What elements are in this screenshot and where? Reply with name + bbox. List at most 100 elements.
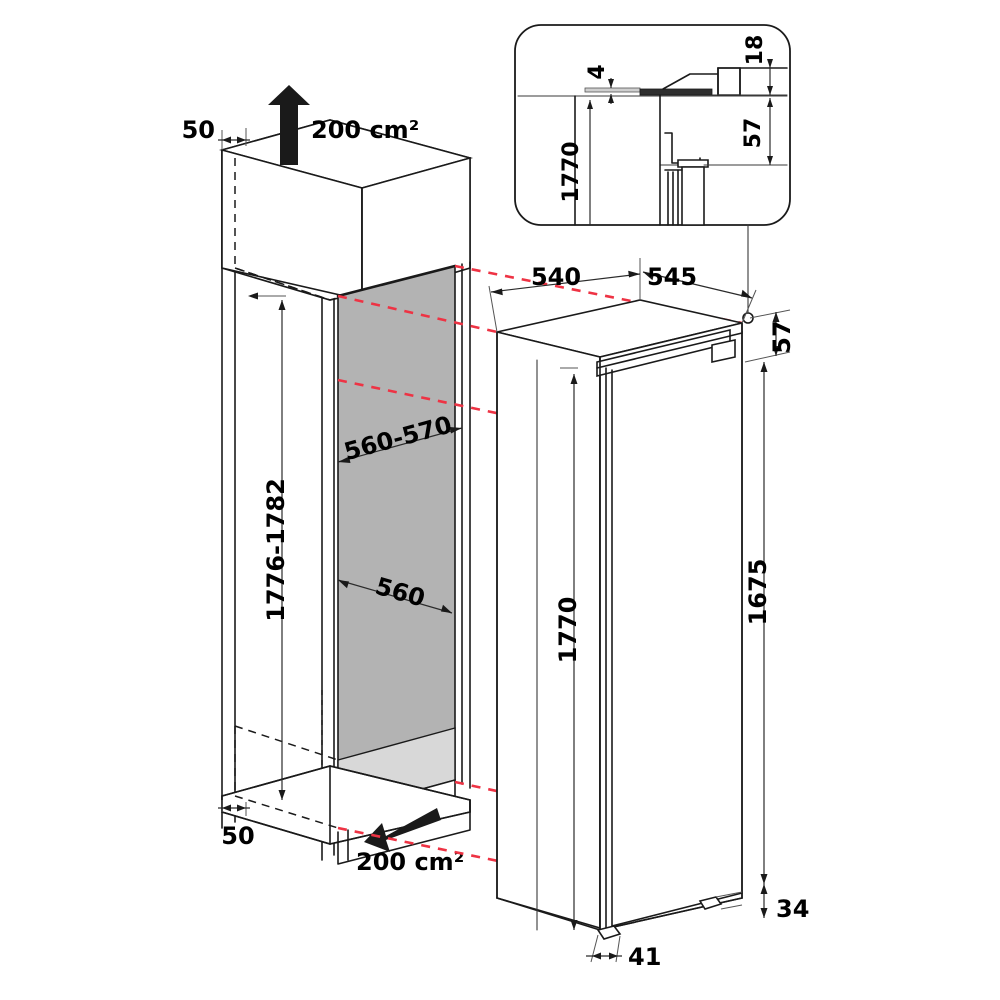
- inset-dim-18-arrow-top: [767, 59, 773, 68]
- dim-hinge-offset: 57: [744, 309, 796, 363]
- dim-34-arrow-top: [760, 884, 768, 894]
- dim-1675-arrow-bot: [760, 874, 768, 884]
- dim-label-door-height: 1675: [744, 559, 772, 626]
- dim-1770-arrow-top: [570, 374, 578, 384]
- red-guide-bottom: [337, 826, 611, 886]
- dim-foot-front: 41: [586, 934, 661, 971]
- cabinet-niche-group: 50 200 cm² 1776-1782 560-570: [182, 85, 474, 876]
- inset-dim-label-overall: 1770: [559, 141, 584, 202]
- dim-width-upper-arrow-r: [449, 427, 462, 434]
- inset-dim-57-arrow-bot: [767, 156, 773, 165]
- inset-dim-1770-arrow-top: [587, 100, 593, 109]
- lower-hidden-diag2: [234, 795, 339, 829]
- dim-gap-bottom: 50: [218, 800, 255, 850]
- arrow-up-icon: [268, 85, 310, 165]
- inset-upper-step: [717, 67, 741, 96]
- dim-57-arrow-top: [772, 312, 780, 322]
- dim-niche-height: 1776-1782: [248, 292, 290, 800]
- niche-opening-outline: [337, 799, 471, 865]
- dim-57-ext-top: [749, 309, 791, 319]
- inset-dim-label-gap-top: 4: [585, 64, 610, 79]
- inset-dim-label-plinth: 57: [741, 118, 766, 149]
- dim-width-lower-arrow-r: [441, 604, 452, 613]
- inset-dim-panel-thickness: 18: [743, 35, 773, 95]
- foot-rear: [698, 896, 723, 910]
- vent-top-group: 200 cm²: [268, 85, 419, 165]
- inset-dim-4-arrow-bot: [608, 94, 614, 103]
- dim-niche-ext-arrow: [248, 292, 258, 300]
- door-hinge-block: [711, 339, 736, 363]
- dim-57-ext-bot: [744, 351, 791, 363]
- dim-1675-arrow-top: [760, 362, 768, 372]
- dim-label-gap-bottom: 50: [221, 822, 254, 850]
- inset-panel-dark-band: [639, 88, 713, 96]
- inset-shelf-block: [677, 159, 709, 168]
- inset-ramp: [662, 73, 719, 90]
- dim-34-ext-top: [715, 891, 743, 898]
- inset-compressor-body: [681, 166, 705, 226]
- dim-41-ext-l: [590, 934, 599, 963]
- dim-1770-arrow-bot: [570, 920, 578, 930]
- niche-side-panel: [337, 264, 456, 814]
- dim-body-height: 1770: [554, 367, 582, 930]
- arrow-down-left-icon: [364, 808, 441, 852]
- appliance-door-face: [599, 330, 743, 932]
- dim-41-arrow-l: [592, 952, 601, 960]
- appliance-bottom-inner: [611, 892, 743, 927]
- dim-label-depth-rear: 540: [531, 263, 581, 291]
- vent-top-label: 200 cm²: [311, 116, 419, 144]
- niche-top-edge: [336, 264, 457, 298]
- dim-gap-bot-arrow-left: [222, 804, 231, 812]
- dim-width-upper-line: [337, 427, 463, 463]
- dim-545-arrow-l: [643, 272, 654, 281]
- dim-545-ext-r: [741, 289, 757, 324]
- door-top-plate-line: [596, 335, 731, 369]
- dim-label-gap-top: 50: [182, 116, 215, 144]
- dim-57-arrow-bot: [772, 346, 780, 356]
- dim-gap-top: 50: [182, 116, 250, 150]
- dim-41-arrow-r: [609, 952, 618, 960]
- appliance-left-face: [496, 330, 601, 930]
- upper-cabinet-hidden-bottom: [234, 267, 363, 301]
- dim-gap-top-arrow-left: [222, 136, 231, 144]
- dim-540-arrow-l: [491, 288, 503, 296]
- vent-bottom-label: 200 cm²: [356, 848, 464, 876]
- dim-label-depth-front: 545: [647, 263, 697, 291]
- dim-545-arrow-r: [741, 289, 752, 298]
- dim-gap-bot-arrow-right: [237, 804, 246, 812]
- dim-depth-front: 545: [642, 263, 757, 324]
- dim-niche-height-arrow-top: [278, 300, 286, 310]
- dim-door-height: 1675: [744, 362, 772, 884]
- dim-label-body-height: 1770: [554, 597, 582, 664]
- dim-34-arrow-bot: [760, 908, 768, 918]
- dim-545-line: [642, 271, 753, 299]
- inset-dim-label-panel-thickness: 18: [743, 35, 768, 66]
- dim-label-foot-rear: 34: [776, 895, 809, 923]
- dim-34-ext-bot: [720, 904, 743, 910]
- inset-dim-4-arrow-top: [608, 79, 614, 88]
- dim-label-hinge-offset: 57: [768, 320, 796, 353]
- dim-width-lower-line: [337, 579, 453, 614]
- vent-bottom-group: 200 cm²: [356, 808, 464, 876]
- inset-dim-gap-top: 4: [585, 64, 614, 104]
- inset-dim-overall: 1770: [559, 100, 593, 225]
- lower-hidden-diag: [234, 725, 339, 761]
- inset-panel-thin-left: [584, 87, 641, 93]
- dim-width-upper-arrow-l: [338, 456, 351, 463]
- appliance-group: 540 545 57 1770: [488, 229, 809, 971]
- dim-label-foot-front: 41: [628, 943, 661, 971]
- dim-niche-height-arrow-bot: [278, 790, 286, 800]
- inset-callout-group: 4 18 57 1770: [514, 24, 791, 231]
- foot-front: [596, 925, 622, 940]
- dim-540-ext-l: [488, 285, 498, 333]
- dim-540-line: [490, 273, 641, 293]
- inset-dim-18-arrow-bot: [767, 86, 773, 95]
- dim-width-lower-arrow-l: [338, 580, 349, 589]
- dim-foot-rear: 34: [715, 884, 809, 923]
- dim-gap-top-arrow-right: [237, 136, 246, 144]
- dim-depth-rear: 540: [488, 258, 641, 333]
- inset-dim-57-arrow-top: [767, 98, 773, 107]
- dim-540-arrow-r: [628, 270, 640, 278]
- inset-dim-plinth: 57: [741, 98, 773, 165]
